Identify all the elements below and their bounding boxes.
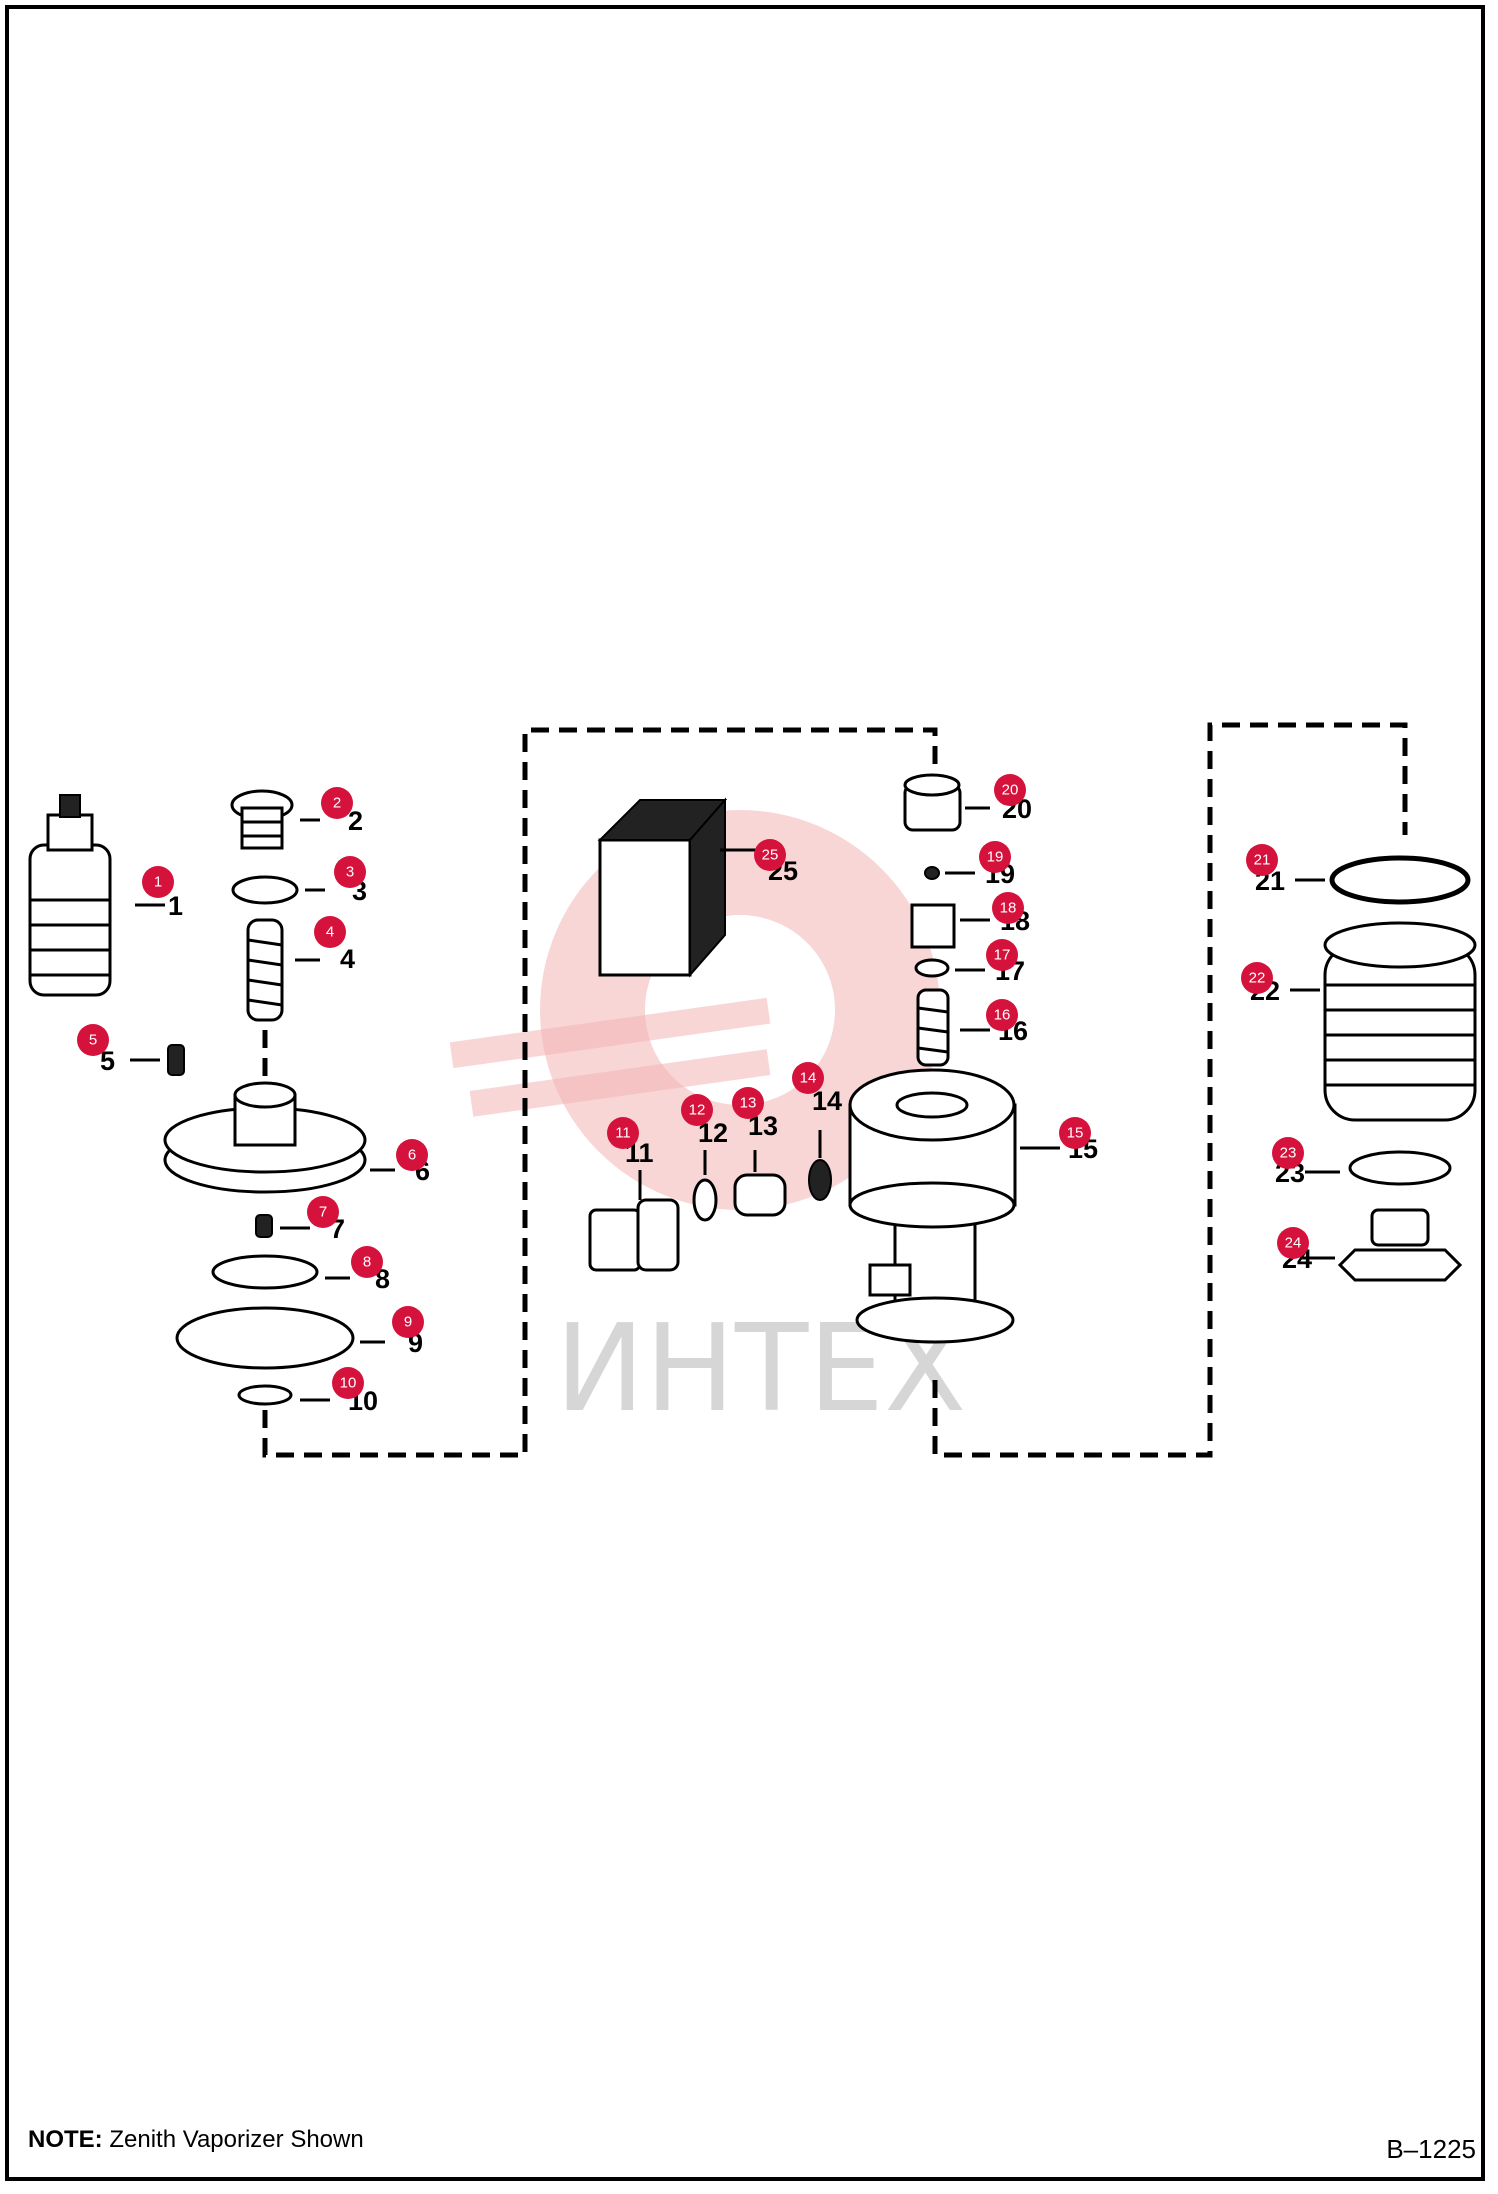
callout-20[interactable]: 20	[994, 774, 1026, 806]
part-1-shape	[28, 794, 112, 997]
svg-text:23: 23	[1280, 1145, 1297, 1162]
figure-reference: B–1225	[1386, 2134, 1476, 2164]
leader-lines	[130, 806, 1340, 1402]
svg-text:18: 18	[1000, 900, 1017, 917]
svg-text:8: 8	[363, 1254, 371, 1271]
part-7-shape	[255, 1214, 273, 1238]
part-8-shape	[211, 1254, 319, 1290]
svg-text:9: 9	[404, 1314, 412, 1331]
note-caption: NOTE: Zenith Vaporizer Shown	[28, 2126, 364, 2154]
part-23-shape	[1348, 1150, 1452, 1186]
label-2: 2	[348, 806, 363, 836]
callout-14[interactable]: 14	[792, 1062, 824, 1094]
callout-3[interactable]: 3	[334, 856, 366, 888]
dashed-line-right	[932, 722, 1408, 1458]
callout-17[interactable]: 17	[986, 939, 1018, 971]
callout-1[interactable]: 1	[142, 866, 174, 898]
part-22-shape	[1323, 921, 1477, 1122]
note-text: Zenith Vaporizer Shown	[109, 2126, 364, 2153]
callout-24[interactable]: 24	[1277, 1227, 1309, 1259]
page-frame	[5, 5, 1485, 2181]
svg-text:6: 6	[408, 1147, 416, 1164]
callout-11[interactable]: 11	[607, 1117, 639, 1149]
callout-8[interactable]: 8	[351, 1246, 383, 1278]
svg-text:15: 15	[1067, 1125, 1084, 1142]
callout-13[interactable]: 13	[732, 1087, 764, 1119]
svg-text:4: 4	[326, 924, 334, 941]
part-5-shape	[167, 1044, 185, 1076]
part-25-shape	[597, 797, 728, 978]
part-14-shape	[808, 1159, 832, 1201]
part-17-shape	[914, 958, 950, 978]
part-21-shape	[1329, 855, 1471, 905]
part-10-shape	[237, 1384, 293, 1406]
part-3-shape	[231, 875, 299, 905]
callout-22[interactable]: 22	[1241, 962, 1273, 994]
svg-text:7: 7	[319, 1204, 327, 1221]
part-11-shape	[588, 1198, 680, 1272]
part-4-shape	[246, 918, 284, 1022]
svg-text:19: 19	[987, 849, 1004, 866]
label-4: 4	[340, 944, 355, 974]
callout-12[interactable]: 12	[681, 1094, 713, 1126]
callout-21[interactable]: 21	[1246, 844, 1278, 876]
svg-text:25: 25	[762, 847, 779, 864]
callout-16[interactable]: 16	[986, 999, 1018, 1031]
note-prefix: NOTE:	[28, 2126, 103, 2153]
callout-9[interactable]: 9	[392, 1306, 424, 1338]
svg-text:17: 17	[994, 947, 1011, 964]
svg-text:14: 14	[800, 1070, 817, 1087]
svg-text:16: 16	[994, 1007, 1011, 1024]
svg-text:22: 22	[1249, 970, 1266, 987]
svg-text:24: 24	[1285, 1235, 1302, 1252]
svg-text:10: 10	[340, 1375, 357, 1392]
svg-text:20: 20	[1002, 782, 1019, 799]
part-20-shape	[903, 773, 962, 832]
svg-text:3: 3	[346, 864, 354, 881]
svg-text:11: 11	[615, 1125, 631, 1142]
callout-19[interactable]: 19	[979, 841, 1011, 873]
part-6-shape	[163, 1081, 367, 1194]
part-15-shape	[848, 1068, 1017, 1344]
label-1: 1	[168, 891, 183, 921]
part-16-shape	[916, 988, 950, 1067]
svg-text:2: 2	[333, 795, 341, 812]
callout-badges: 1 2 3 4 5 6 7 8 9 10 11 12 13 14 15 16 1…	[77, 774, 1309, 1399]
callout-25[interactable]: 25	[754, 839, 786, 871]
part-13-shape	[733, 1173, 787, 1217]
svg-text:1: 1	[154, 874, 162, 891]
dashed-line-left	[262, 727, 938, 1458]
callout-6[interactable]: 6	[396, 1139, 428, 1171]
callout-15[interactable]: 15	[1059, 1117, 1091, 1149]
part-24-shape	[1337, 1208, 1463, 1282]
svg-text:21: 21	[1254, 852, 1271, 869]
callout-7[interactable]: 7	[307, 1196, 339, 1228]
svg-text:13: 13	[740, 1095, 757, 1112]
callout-23[interactable]: 23	[1272, 1137, 1304, 1169]
svg-text:12: 12	[689, 1102, 706, 1119]
callout-2[interactable]: 2	[321, 787, 353, 819]
callout-10[interactable]: 10	[332, 1367, 364, 1399]
label-5: 5	[100, 1046, 115, 1076]
callout-5[interactable]: 5	[77, 1024, 109, 1056]
part-18-shape	[910, 903, 956, 949]
part-12-shape	[692, 1178, 718, 1222]
part-19-shape	[924, 866, 940, 880]
part-2-shape	[230, 789, 294, 850]
svg-text:5: 5	[89, 1032, 97, 1049]
callout-4[interactable]: 4	[314, 916, 346, 948]
part-9-shape	[175, 1306, 355, 1370]
callout-18[interactable]: 18	[992, 892, 1024, 924]
